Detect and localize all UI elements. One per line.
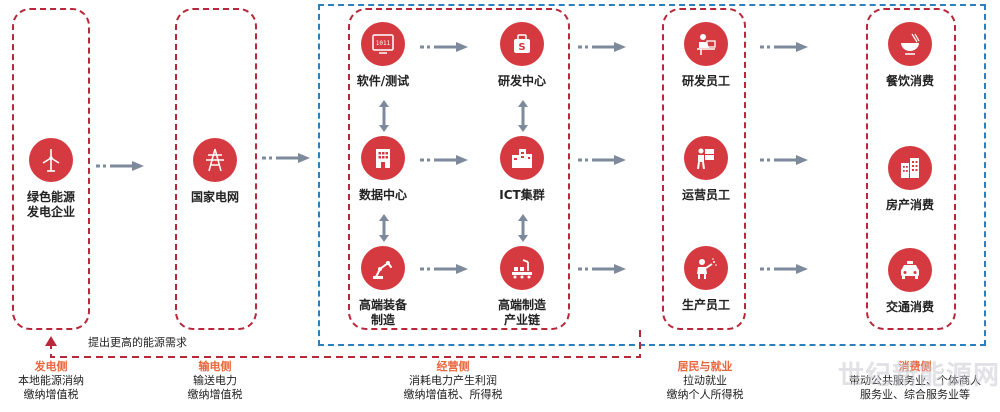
caption-operation: 经营侧 消耗电力产生利润 缴纳增值税、所得税: [368, 360, 538, 402]
caption-residents-title: 居民与就业: [677, 360, 733, 373]
assembly-line-icon: [500, 246, 544, 290]
caption-consumption-line: 服务业、综合服务业等: [860, 388, 970, 401]
operation-area-frame: [318, 4, 986, 346]
arrow-ict-to-ops-staff: [578, 155, 626, 165]
caption-transmission-title: 输电侧: [198, 360, 232, 373]
caption-transmission-line: 缴纳增值税: [187, 388, 243, 401]
label-state-grid: 国家电网: [190, 190, 239, 204]
svg-text:S: S: [518, 42, 525, 53]
caption-transmission: 输电侧 输送电力 缴纳增值税: [130, 360, 300, 402]
transmission-side-frame: [175, 8, 257, 330]
label-high-end-equipment: 高端装备 制造: [358, 298, 407, 327]
caption-consumption: 消费侧 带动公共服务业、个体商人 服务业、综合服务业等: [830, 360, 1000, 402]
robot-arm-icon: [361, 246, 405, 290]
caption-residents: 居民与就业 拉动就业 缴纳个人所得税: [620, 360, 790, 402]
taxi-icon: [888, 248, 932, 292]
arrow-datacenter-to-ict: [420, 155, 468, 165]
caption-generation-line: 本地能源消纳: [18, 374, 84, 387]
caption-transmission-line: 输送电力: [193, 374, 237, 387]
caption-generation: 发电侧 本地能源消纳 缴纳增值税: [0, 360, 136, 402]
caption-operation-line: 消耗电力产生利润: [409, 374, 497, 387]
arrow-datacenter-equipment: [379, 214, 389, 242]
caption-consumption-line: 带动公共服务业、个体商人: [849, 374, 981, 387]
arrow-software-to-rd: [420, 42, 468, 52]
arrow-chain-to-prod-staff: [578, 264, 626, 274]
generation-side-frame: [12, 8, 90, 330]
building-icon: [361, 136, 405, 180]
wind-turbine-icon: [29, 138, 73, 182]
label-ops-staff: 运营员工: [681, 188, 730, 202]
arrow-grid-to-operations: [262, 153, 310, 163]
label-food-consumption: 餐饮消费: [885, 74, 934, 88]
arrow-software-datacenter: [379, 100, 389, 132]
developer-icon: [684, 22, 728, 66]
caption-residents-line: 拉动就业: [683, 374, 727, 387]
arrow-generation-to-grid: [96, 161, 144, 171]
operation-side-frame: [348, 8, 570, 330]
arrow-rdstaff-to-food: [760, 42, 808, 52]
arrow-equipment-to-chain: [420, 264, 468, 274]
building-cluster-icon: [500, 136, 544, 180]
caption-operation-line: 缴纳增值税、所得税: [403, 388, 503, 401]
label-rd-center: 研发中心: [497, 74, 546, 88]
buildings-icon: [888, 146, 932, 190]
arrow-rd-ict: [518, 100, 528, 132]
arrow-opsstaff-to-housing: [760, 155, 808, 165]
welder-icon: [684, 246, 728, 290]
svg-text:1011: 1011: [376, 40, 391, 47]
arrow-prodstaff-to-transport: [760, 264, 808, 274]
power-tower-icon: [193, 138, 237, 182]
label-transport-consumption: 交通消费: [885, 300, 934, 314]
caption-operation-title: 经营侧: [436, 360, 470, 373]
arrow-ict-chain: [518, 214, 528, 242]
consumption-side-frame: [866, 8, 956, 330]
label-rd-staff: 研发员工: [681, 74, 730, 88]
label-prod-staff: 生产员工: [681, 298, 730, 312]
label-ict-cluster: ICT集群: [499, 188, 545, 202]
caption-generation-title: 发电侧: [34, 360, 68, 373]
arrow-rd-to-staff: [578, 42, 626, 52]
caption-residents-line: 缴纳个人所得税: [666, 388, 744, 401]
demand-label: 提出更高的能源需求: [88, 336, 187, 349]
worker-boxes-icon: [684, 136, 728, 180]
binary-screen-icon: 1011: [361, 22, 405, 66]
caption-generation-line: 缴纳增值税: [23, 388, 79, 401]
bowl-icon: [888, 22, 932, 66]
label-data-center: 数据中心: [358, 188, 407, 202]
label-high-end-chain: 高端制造 产业链: [497, 298, 546, 327]
label-software-testing: 软件/测试: [356, 74, 410, 88]
label-green-energy: 绿色能源 发电企业: [26, 190, 75, 219]
residents-side-frame: [662, 8, 746, 330]
money-bag-icon: S: [500, 22, 544, 66]
label-housing-consumption: 房产消费: [885, 198, 934, 212]
caption-consumption-title: 消费侧: [898, 360, 932, 373]
